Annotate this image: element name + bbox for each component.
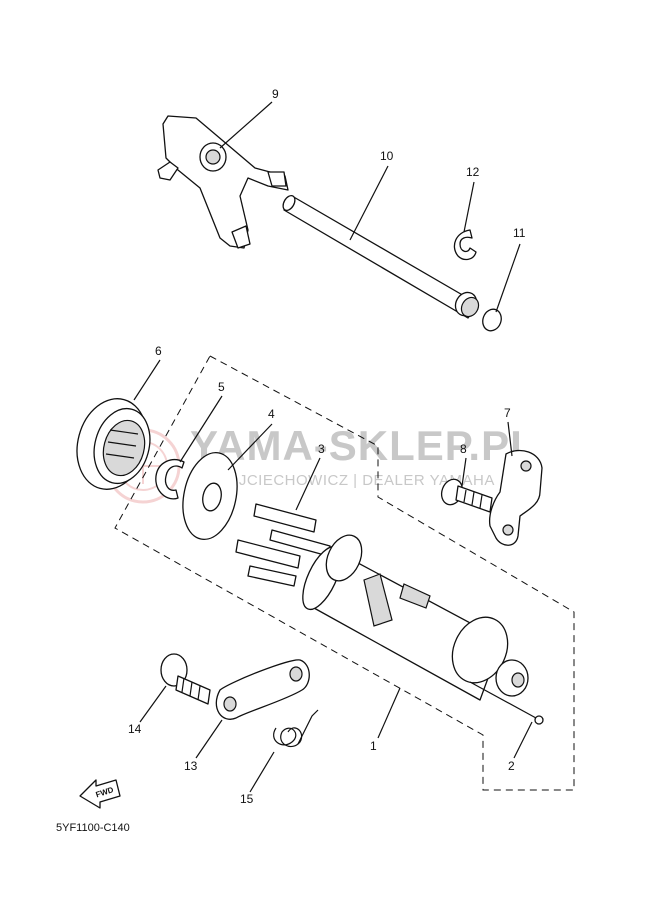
part-9-shift-fork [157, 115, 289, 249]
diagram-code: 5YF1100-C140 [56, 822, 130, 834]
callout-10: 10 [380, 149, 394, 163]
callouts: 9 10 12 11 6 5 4 3 8 7 1 2 14 13 15 [128, 87, 526, 806]
part-12-circlip [453, 229, 477, 261]
leader-lines [133, 101, 533, 793]
part-2-pin [469, 681, 544, 725]
fwd-arrow-icon: FWD [79, 779, 121, 809]
part-1-shift-drum [302, 534, 529, 701]
callout-3: 3 [318, 442, 325, 456]
callout-11: 11 [513, 226, 526, 240]
part-7-stopper-plate [488, 449, 543, 546]
watermark: YAMA-SKLEP.PL WOJCIECHOWICZ | DEALER YAM… [105, 422, 537, 504]
part-10-shift-shaft [282, 194, 480, 319]
part-8-screw [440, 478, 493, 513]
callout-14: 14 [128, 722, 142, 736]
part-6-bearing [76, 398, 151, 490]
part-14-bolt [160, 653, 211, 705]
callout-9: 9 [272, 87, 279, 101]
callout-8: 8 [460, 442, 467, 456]
callout-13: 13 [184, 759, 198, 773]
callout-4: 4 [268, 407, 275, 421]
callout-1: 1 [370, 739, 377, 753]
part-3-pins [235, 503, 331, 587]
callout-6: 6 [155, 344, 162, 358]
callout-15: 15 [240, 792, 254, 806]
watermark-subtitle: WOJCIECHOWICZ | DEALER YAMAHA [212, 472, 495, 489]
watermark-title: YAMA-SKLEP.PL [190, 422, 537, 469]
part-13-stopper-lever [215, 659, 310, 720]
callout-2: 2 [508, 759, 515, 773]
part-15-spring [273, 709, 319, 747]
assembly-boundary [114, 355, 575, 791]
callout-7: 7 [504, 406, 511, 420]
part-4-washer [182, 451, 238, 541]
callout-12: 12 [466, 165, 480, 179]
callout-5: 5 [218, 380, 225, 394]
part-5-circlip [155, 459, 185, 500]
part-11-o-ring [482, 308, 502, 332]
